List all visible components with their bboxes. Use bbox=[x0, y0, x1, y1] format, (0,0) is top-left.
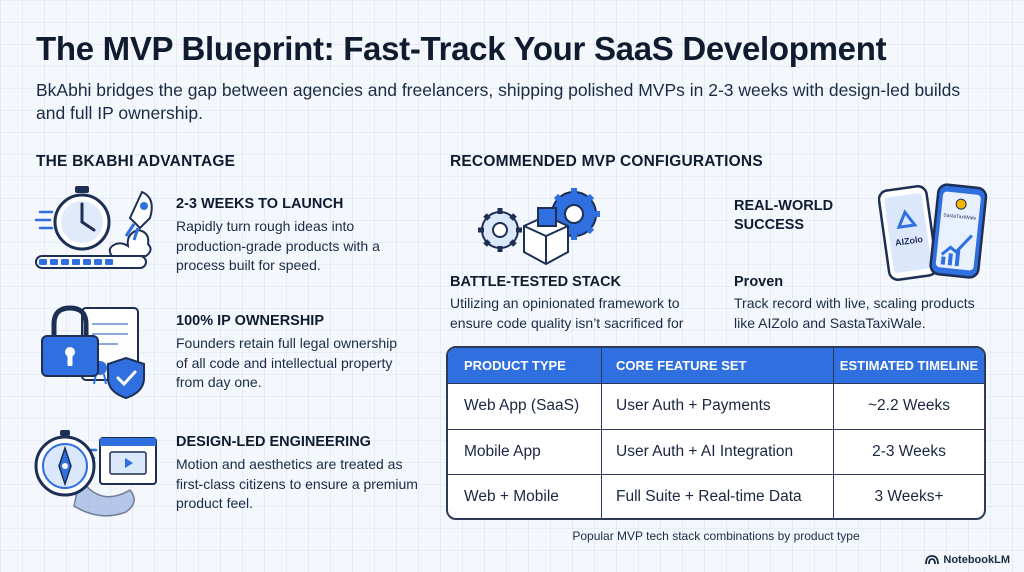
table-cell: Web App (SaaS) bbox=[448, 384, 602, 429]
stack-title: BATTLE-TESTED STACK bbox=[450, 274, 622, 290]
success-title: Proven bbox=[734, 274, 784, 290]
table-caption: Popular MVP tech stack combinations by p… bbox=[572, 529, 860, 543]
mvp-table: PRODUCT TYPE CORE FEATURE SET ESTIMATED … bbox=[446, 346, 986, 520]
feature-title-ip: 100% IP OWNERSHIP bbox=[176, 313, 325, 329]
phone-app-label: SastaTaxiWale bbox=[943, 212, 977, 221]
table-cell: Web + Mobile bbox=[448, 475, 602, 518]
feature-desc-launch: Rapidly turn rough ideas into production… bbox=[176, 218, 380, 273]
table-cell: Full Suite + Real-time Data bbox=[602, 475, 834, 518]
table-cell: User Auth + AI Integration bbox=[602, 429, 834, 474]
table-cell: Mobile App bbox=[448, 429, 602, 474]
brand-label: NotebookLM bbox=[943, 554, 1010, 566]
success-label: REAL-WORLD SUCCESS bbox=[734, 198, 834, 233]
feature-desc-design: Motion and aesthetics are treated as fir… bbox=[176, 456, 418, 511]
success-desc: Track record with live, scaling products… bbox=[734, 295, 975, 331]
table-row: Web App (SaaS) User Auth + Payments ~2.2… bbox=[448, 383, 984, 429]
notebooklm-logo-icon bbox=[925, 555, 940, 565]
phone-app-label: AIZolo bbox=[894, 234, 924, 248]
column-header: ESTIMATED TIMELINE bbox=[839, 358, 979, 373]
configs-heading: RECOMMENDED MVP CONFIGURATIONS bbox=[450, 153, 763, 170]
table-cell: 2-3 Weeks bbox=[872, 442, 946, 460]
table-header: PRODUCT TYPE CORE FEATURE SET ESTIMATED … bbox=[448, 348, 984, 383]
page-subtitle: BkAbhi bridges the gap between agencies … bbox=[36, 80, 961, 123]
stack-desc: Utilizing an opinionated framework to en… bbox=[450, 295, 684, 331]
table-cell: User Auth + Payments bbox=[602, 384, 834, 429]
column-header: PRODUCT TYPE bbox=[448, 348, 602, 383]
feature-title-design: DESIGN-LED ENGINEERING bbox=[176, 434, 371, 450]
table-row: Mobile App User Auth + AI Integration 2-… bbox=[448, 428, 984, 474]
column-header: CORE FEATURE SET bbox=[602, 348, 834, 383]
padlock-document-shield-icon bbox=[34, 300, 154, 400]
compass-browser-icon bbox=[30, 428, 160, 520]
advantage-heading: THE BKABHI ADVANTAGE bbox=[36, 153, 236, 170]
brand-badge: NotebookLM bbox=[925, 554, 1010, 566]
feature-title-launch: 2-3 WEEKS TO LAUNCH bbox=[176, 196, 344, 212]
stopwatch-rocket-icon bbox=[30, 184, 160, 274]
table-row: Web + Mobile Full Suite + Real-time Data… bbox=[448, 474, 984, 518]
table-cell: 3 Weeks+ bbox=[874, 488, 944, 506]
phones-icon: AIZolo SastaTaxiWale bbox=[877, 182, 988, 282]
table-cell: ~2.2 Weeks bbox=[868, 397, 950, 415]
page-title: The MVP Blueprint: Fast-Track Your SaaS … bbox=[36, 30, 887, 67]
gears-cube-icon bbox=[476, 186, 606, 268]
feature-desc-ip: Founders retain full legal ownership of … bbox=[176, 335, 398, 390]
